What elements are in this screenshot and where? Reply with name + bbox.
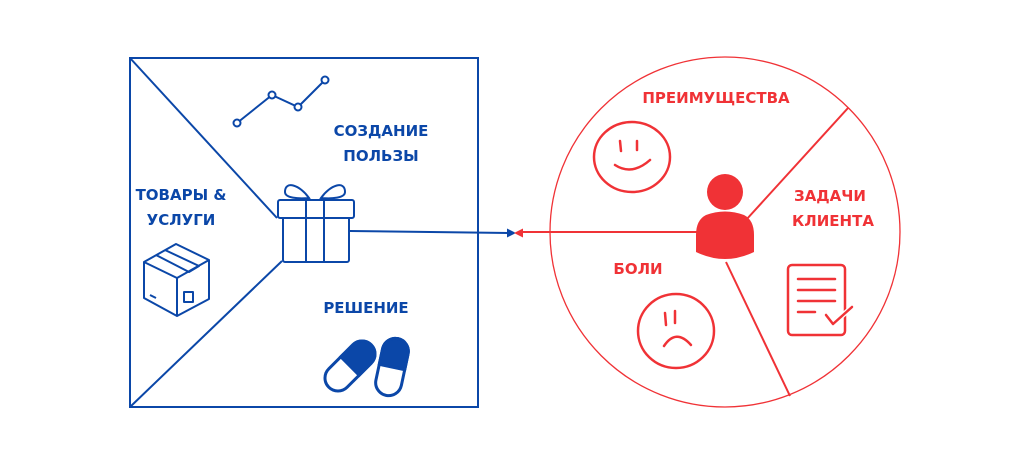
arrow-head-left (514, 228, 523, 238)
divider-line (129, 260, 283, 408)
jobs-label-line1: ЗАДАЧИ (794, 187, 866, 205)
product-map (129, 57, 511, 408)
checklist-icon (786, 263, 855, 337)
divider-line (725, 261, 791, 397)
sad-icon (636, 292, 716, 370)
pills-icon (323, 336, 410, 398)
products-services-label-line1: ТОВАРЫ & (136, 186, 227, 204)
customer-profile (522, 56, 901, 408)
arrow-head-right (507, 228, 516, 238)
gain-creators-label-line1: СОЗДАНИЕ (334, 122, 429, 140)
products-services-label-line2: УСЛУГИ (147, 211, 216, 229)
box-icon (143, 243, 210, 317)
smile-icon (592, 120, 672, 194)
person-icon (696, 174, 754, 259)
pain-relievers-label: РЕШЕНИЕ (323, 299, 408, 317)
divider-line (745, 107, 849, 221)
connector-line (349, 230, 511, 234)
gain-creators-label-line2: ПОЛЬЗЫ (343, 147, 418, 165)
gift-icon (277, 184, 355, 263)
pains-label: БОЛИ (613, 260, 662, 278)
gains-label: ПРЕИМУЩЕСТВА (642, 89, 790, 107)
line-chart-icon (232, 75, 330, 128)
jobs-label-line2: КЛИЕНТА (792, 212, 874, 230)
divider-line (129, 57, 278, 219)
